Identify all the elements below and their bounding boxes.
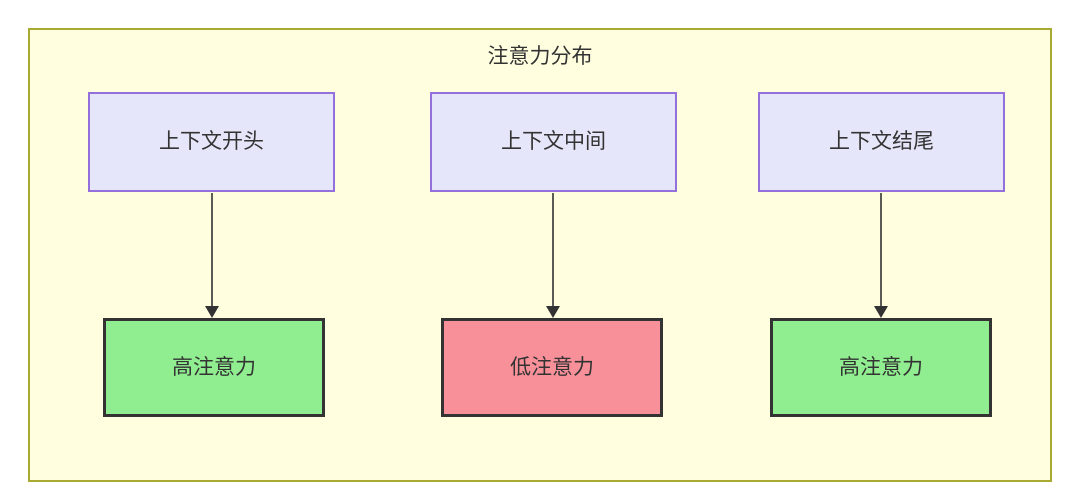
- node-high-attention-end[interactable]: 高注意力: [770, 318, 992, 417]
- node-context-beginning-label: 上下文开头: [159, 130, 264, 153]
- node-context-beginning[interactable]: 上下文开头: [88, 92, 335, 192]
- node-high-attention-start-label: 高注意力: [172, 355, 256, 379]
- edge-context-beginning-to-high-attention: [205, 193, 219, 318]
- node-context-end-label: 上下文结尾: [829, 130, 934, 153]
- arrowhead-icon: [546, 306, 560, 318]
- node-high-attention-end-label: 高注意力: [839, 355, 923, 379]
- edge-context-middle-to-low-attention: [546, 193, 560, 318]
- edge-context-end-to-high-attention: [874, 193, 888, 318]
- node-context-end[interactable]: 上下文结尾: [758, 92, 1005, 192]
- arrowhead-icon: [205, 306, 219, 318]
- node-context-middle[interactable]: 上下文中间: [430, 92, 677, 192]
- node-low-attention-middle-label: 低注意力: [510, 355, 594, 379]
- arrowhead-icon: [874, 306, 888, 318]
- subgraph-title: 注意力分布: [487, 45, 593, 68]
- node-low-attention-middle[interactable]: 低注意力: [441, 318, 663, 417]
- node-high-attention-start[interactable]: 高注意力: [103, 318, 325, 417]
- node-context-middle-label: 上下文中间: [501, 130, 606, 153]
